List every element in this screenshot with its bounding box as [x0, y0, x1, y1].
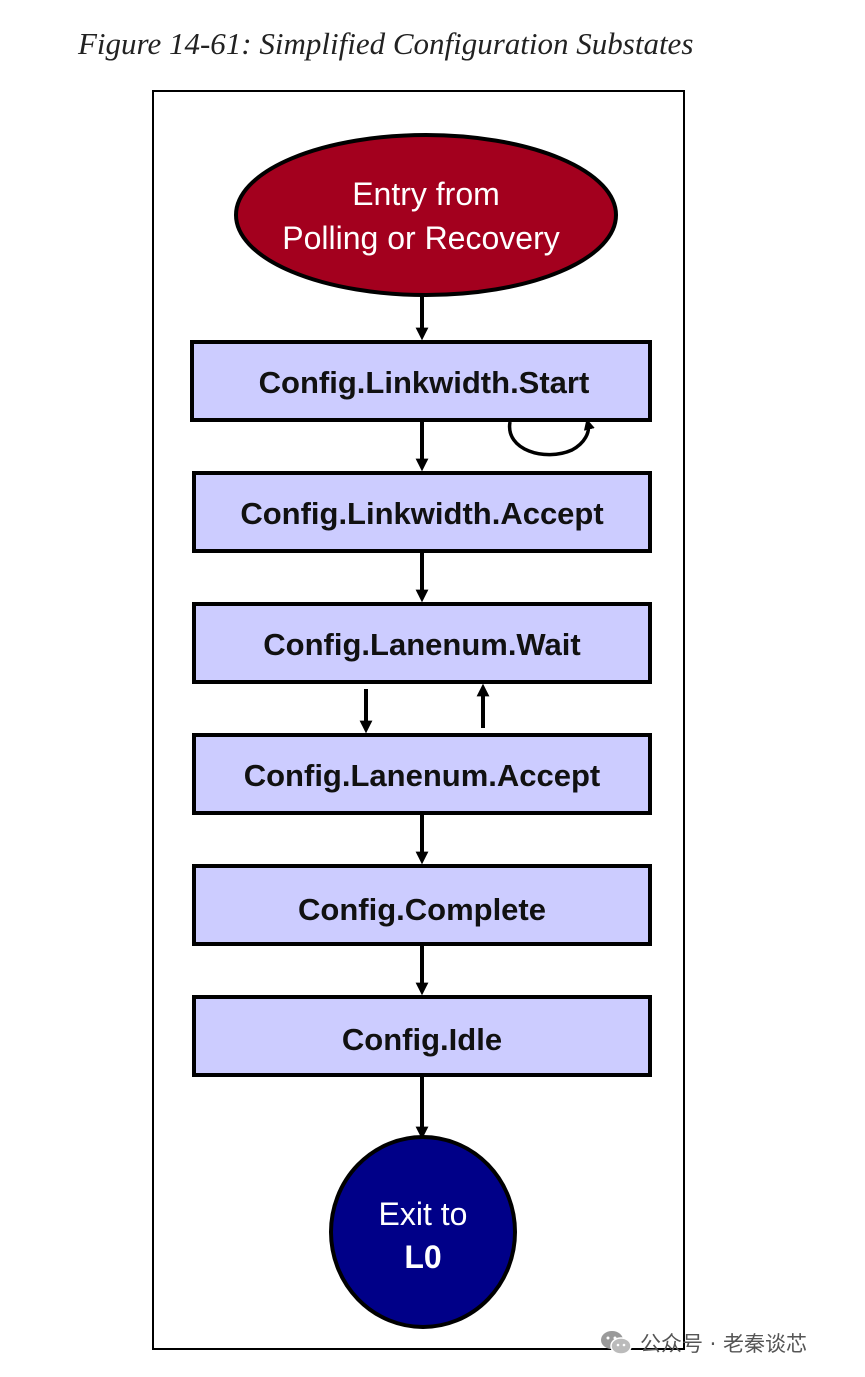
entry-label-line1: Entry from [352, 176, 500, 212]
state-label: Config.Linkwidth.Accept [240, 496, 603, 531]
wechat-icon [601, 1331, 632, 1355]
state-label: Config.Idle [342, 1022, 502, 1057]
exit-label-line1: Exit to [379, 1196, 468, 1232]
entry-label-line2: Polling or Recovery [282, 220, 559, 256]
state-box-linkwidth-start: Config.Linkwidth.Start [190, 340, 652, 422]
entry-node: Entry from Polling or Recovery [234, 133, 618, 297]
figure-title: Figure 14-61: Simplified Configuration S… [78, 26, 694, 61]
watermark-text: 公众号 · 老秦谈芯 [640, 1332, 808, 1356]
arrow-linkwidth-start-self-loop [508, 418, 595, 457]
state-box-lanenum-wait: Config.Lanenum.Wait [192, 602, 652, 684]
state-label: Config.Lanenum.Wait [263, 627, 580, 662]
state-box-lanenum-accept: Config.Lanenum.Accept [192, 733, 652, 815]
state-label: Config.Linkwidth.Start [259, 365, 590, 400]
watermark: 公众号 · 老秦谈芯 [600, 1325, 807, 1361]
exit-label-line2: L0 [404, 1239, 441, 1275]
diagram-frame [152, 90, 685, 1350]
state-box-complete: Config.Complete [192, 864, 652, 946]
exit-node: Exit to L0 [329, 1135, 517, 1329]
state-label: Config.Complete [298, 892, 546, 927]
state-label: Config.Lanenum.Accept [244, 758, 601, 793]
state-box-idle: Config.Idle [192, 995, 652, 1077]
state-box-linkwidth-accept: Config.Linkwidth.Accept [192, 471, 652, 553]
